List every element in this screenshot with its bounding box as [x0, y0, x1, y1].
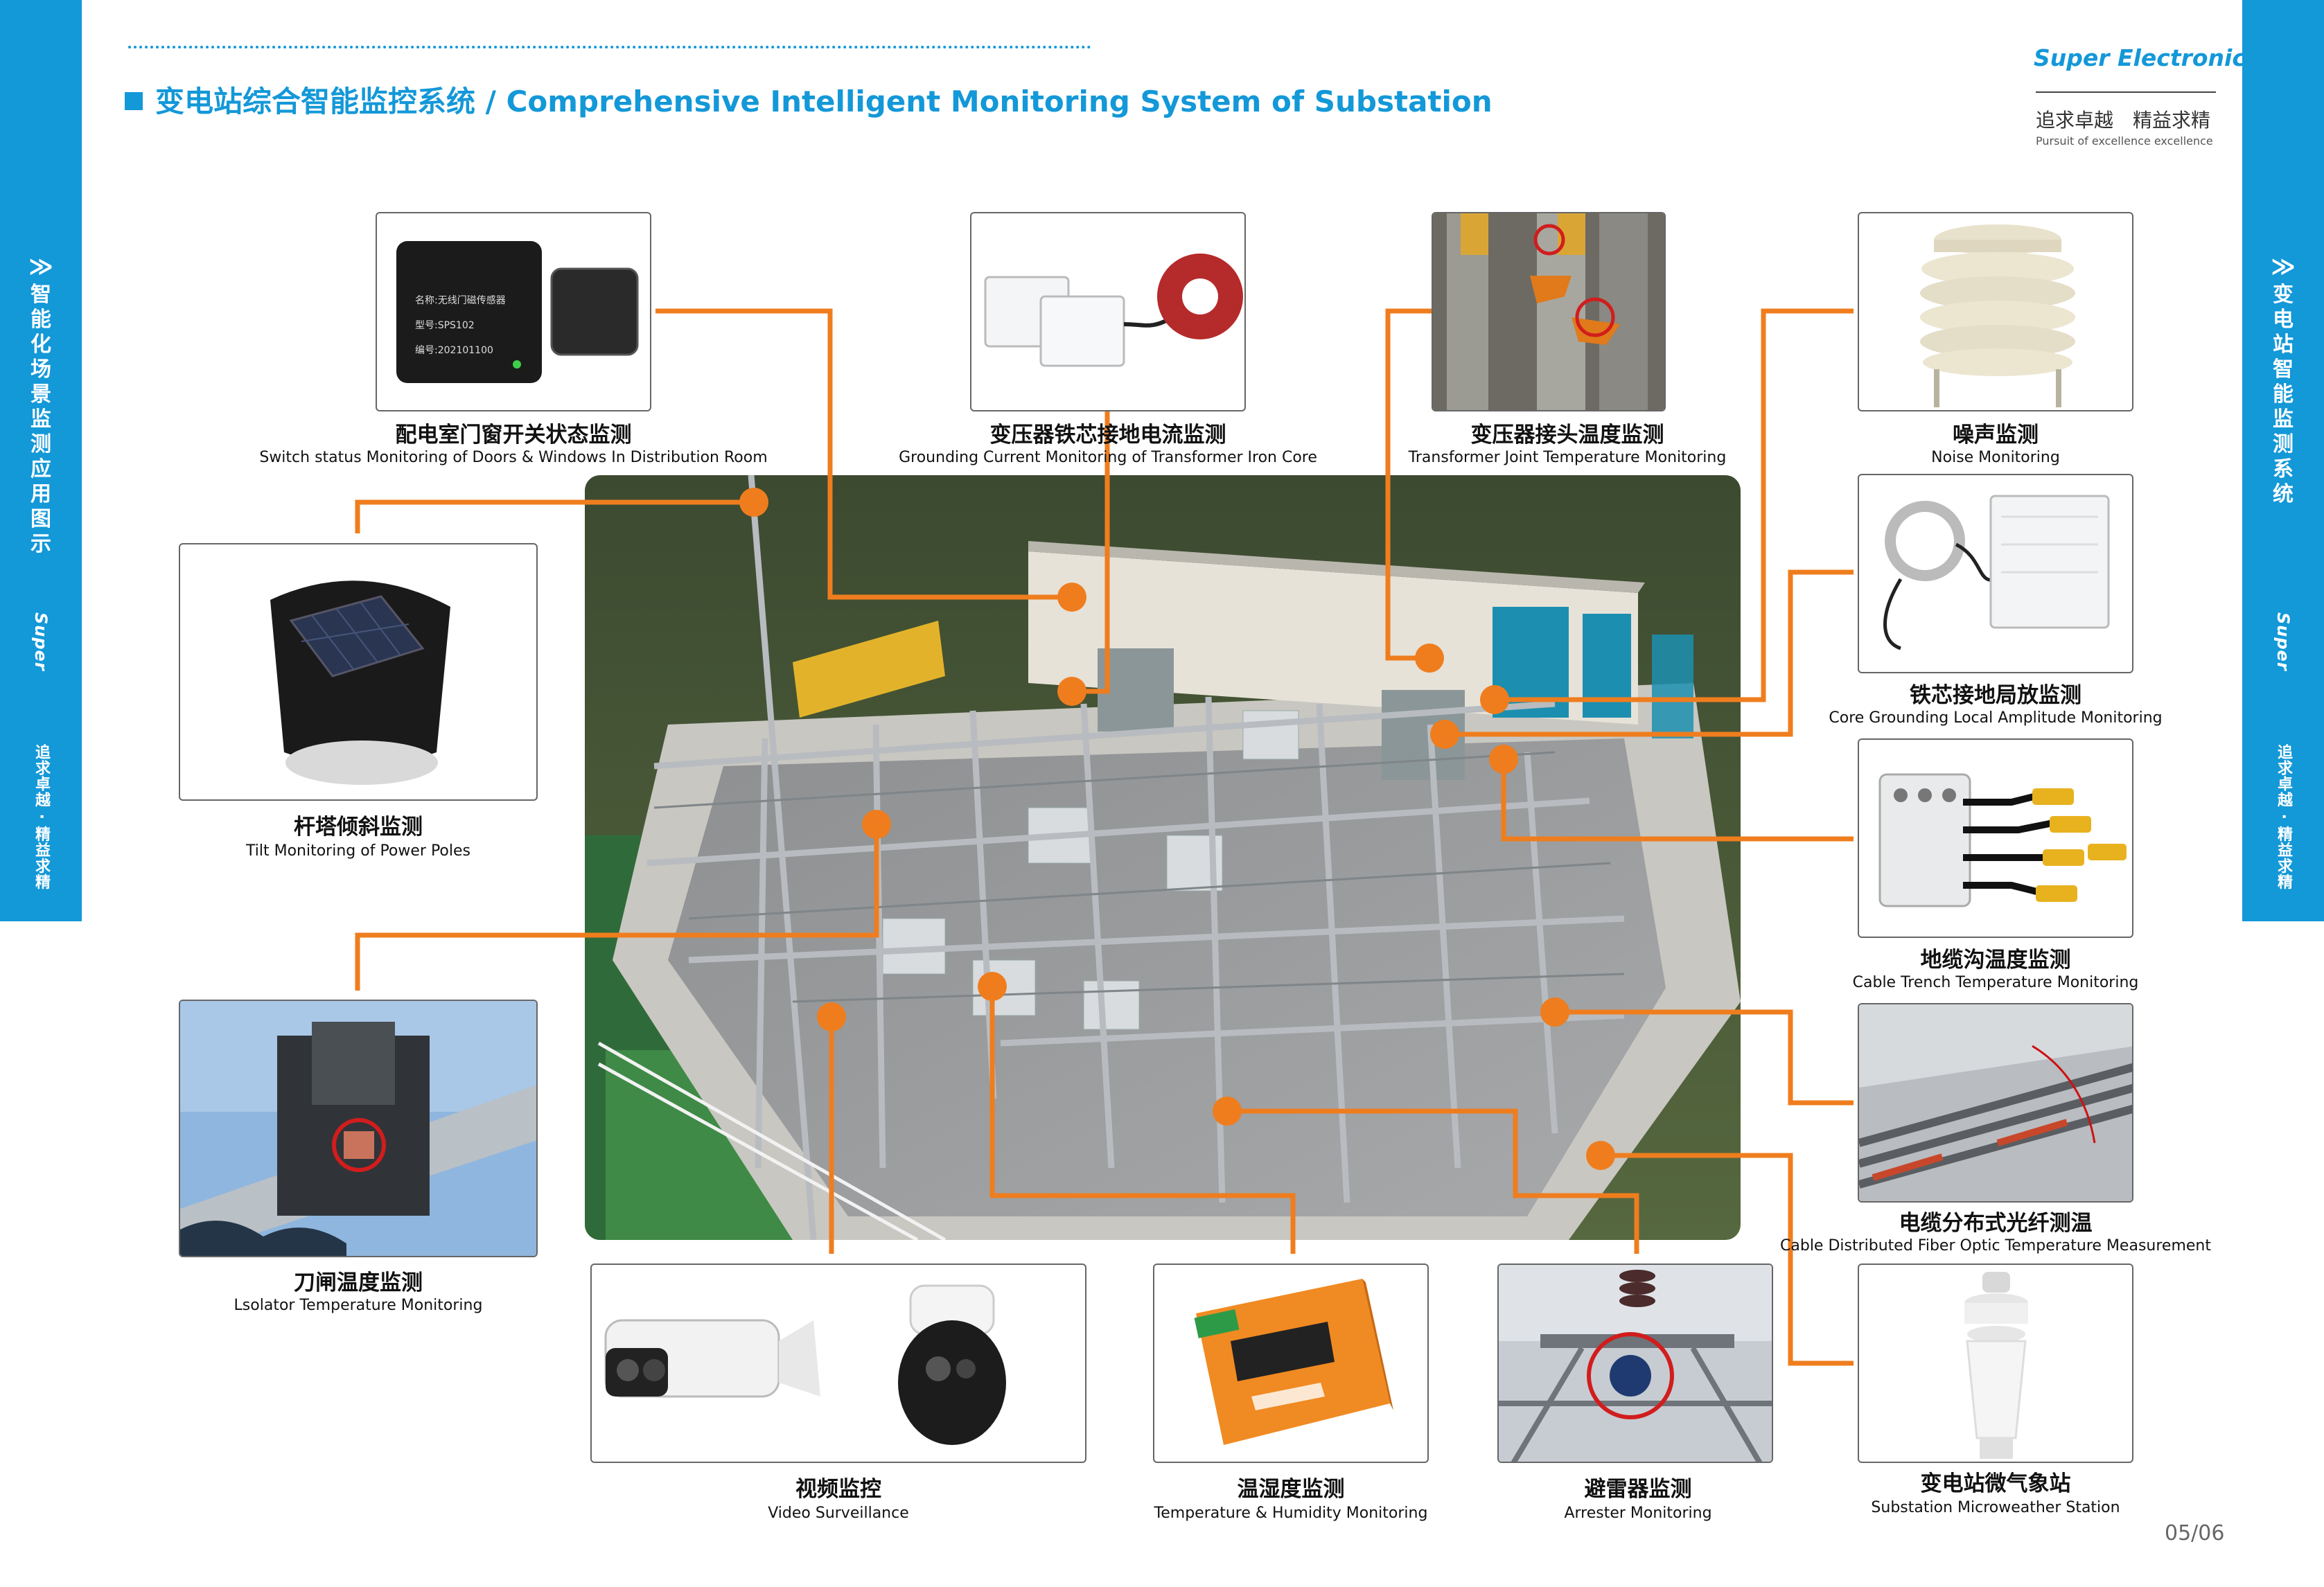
caption-joint-temp-en: Transformer Joint Temperature Monitoring: [1408, 449, 1727, 466]
title-square-icon: [125, 92, 143, 110]
card-joint-temp: [1432, 212, 1666, 411]
caption-noise-en: Noise Monitoring: [1931, 449, 2060, 466]
caption-isolator-cn: 刀闸温度监测: [294, 1270, 423, 1295]
caption-fiber-en: Cable Distributed Fiber Optic Temperatur…: [1780, 1237, 2211, 1254]
caption-video-cn: 视频监控: [795, 1477, 881, 1502]
caption-fiber-cn: 电缆分布式光纤测温: [1899, 1211, 2093, 1236]
arrester-image: [1499, 1265, 1772, 1462]
caption-joint-temp-cn: 变压器接头温度监测: [1470, 423, 1664, 447]
caption-temp-humidity-en: Temperature & Humidity Monitoring: [1154, 1505, 1428, 1522]
card-door-switch: 名称:无线门磁传感器 型号:SPS102 编号:202101100: [376, 212, 651, 411]
connector-door-switch: [655, 308, 1072, 600]
connector-joint-temp: [1385, 308, 1432, 661]
page-number: 05/06: [2165, 1521, 2225, 1545]
sensor-dot-isolator[interactable]: [862, 810, 891, 839]
connector-temp-humidity: [989, 986, 1296, 1254]
cable-trench-sensor-image: [1878, 773, 2127, 907]
card-temp-humidity: [1153, 1264, 1429, 1463]
brand-logo: Super Electronic: [2034, 44, 2246, 71]
sensor-dot-weather[interactable]: [1586, 1141, 1615, 1170]
left-chevron-icon: ≫: [28, 253, 53, 281]
cameras-image: [604, 1284, 1006, 1445]
sensor-dot-noise[interactable]: [1480, 685, 1509, 714]
slogan-en: Pursuit of excellence excellence: [2036, 134, 2213, 148]
card-tilt: [179, 543, 538, 801]
temp-humidity-sensor-image: [1194, 1279, 1393, 1445]
sensor-dot-fiber[interactable]: [1540, 998, 1569, 1027]
sensor-dot-tilt[interactable]: [739, 488, 768, 517]
connector-fiber: [1555, 1009, 1854, 1106]
weather-station-image: [1964, 1272, 2028, 1459]
sensor-dot-temp-humidity[interactable]: [978, 972, 1007, 1001]
card-arrester: [1497, 1264, 1773, 1463]
caption-weather-cn: 变电站微气象站: [1920, 1471, 2071, 1496]
right-sidebar-brand: Super Electronic: [2192, 591, 2293, 692]
header-dotted-rule: [128, 46, 1091, 48]
fiber-cable-image: [1859, 1004, 2132, 1201]
caption-tilt-cn: 杆塔倾斜监测: [294, 815, 423, 840]
slogan: 追求卓越 精益求精: [2036, 109, 2211, 132]
caption-weather-en: Substation Microweather Station: [1871, 1499, 2120, 1516]
sensor-dot-video[interactable]: [817, 1002, 846, 1031]
left-sidebar-slogan: 追求卓越 · 精益求精: [33, 743, 50, 890]
caption-noise-cn: 噪声监测: [1953, 423, 2039, 447]
caption-cable-trench-en: Cable Trench Temperature Monitoring: [1852, 974, 2139, 991]
card-isolator: [179, 1000, 538, 1257]
left-sidebar-title: 智能化场景监测应用图示: [30, 283, 51, 556]
caption-core-pd-en: Core Grounding Local Amplitude Monitorin…: [1829, 709, 2163, 727]
connector-weather: [1601, 1153, 1854, 1366]
left-sidebar-brand: Super Electronic: [31, 612, 51, 671]
caption-grounding-current-cn: 变压器铁芯接地电流监测: [989, 423, 1226, 447]
door-sensor-image: [396, 241, 639, 383]
current-sensor-image: [984, 254, 1243, 367]
substation-illustration: [585, 475, 1741, 1240]
caption-arrester-en: Arrester Monitoring: [1564, 1505, 1712, 1522]
card-fiber: [1858, 1003, 2133, 1203]
noise-sensor-image: [1920, 224, 2075, 407]
sensor-dot-door-switch[interactable]: [1057, 583, 1086, 612]
partial-discharge-sensor-image: [1883, 495, 2110, 650]
connector-core-pd: [1445, 569, 1854, 737]
caption-isolator-en: Lsolator Temperature Monitoring: [234, 1297, 483, 1314]
caption-temp-humidity-cn: 温湿度监测: [1237, 1477, 1345, 1502]
page-title: 变电站综合智能监控系统 / Comprehensive Intelligent …: [125, 78, 1493, 121]
right-sidebar-slogan: 追求卓越 · 精益求精: [2275, 743, 2292, 890]
right-sidebar-title: 变电站智能监测系统: [2273, 283, 2294, 506]
card-core-pd: [1858, 474, 2133, 673]
card-cable-trench: [1858, 738, 2133, 938]
connector-isolator: [355, 824, 879, 991]
brand-divider: [2036, 91, 2216, 93]
sensor-dot-arrester[interactable]: [1213, 1097, 1242, 1126]
tilt-sensor-image: [270, 580, 450, 785]
sensor-dot-core-pd[interactable]: [1430, 720, 1459, 749]
caption-cable-trench-cn: 地缆沟温度监测: [1920, 948, 2071, 973]
sensor-dot-grounding-current[interactable]: [1057, 677, 1086, 706]
door-sensor-label: 名称:无线门磁传感器 型号:SPS102 编号:202101100: [415, 295, 506, 356]
transformer-joint-image: [1433, 213, 1664, 410]
isolator-image: [180, 1001, 536, 1256]
right-sidebar: ≫ 变电站智能监测系统 Super Electronic 追求卓越 · 精益求精: [2192, 0, 2324, 921]
connector-cable-trench: [1501, 759, 1854, 842]
caption-tilt-en: Tilt Monitoring of Power Poles: [245, 842, 471, 860]
caption-core-pd-cn: 铁芯接地局放监测: [1910, 683, 2081, 708]
caption-door-switch-cn: 配电室门窗开关状态监测: [395, 423, 632, 447]
connector-noise: [1495, 308, 1854, 702]
card-noise: [1858, 212, 2133, 411]
card-weather: [1858, 1264, 2133, 1463]
connector-tilt: [355, 499, 754, 533]
card-video: [590, 1264, 1086, 1463]
caption-grounding-current-en: Grounding Current Monitoring of Transfor…: [899, 449, 1317, 466]
substation-aerial-photo: [585, 475, 1741, 1240]
caption-door-switch-en: Switch status Monitoring of Doors & Wind…: [259, 449, 768, 466]
sensor-dot-joint-temp[interactable]: [1415, 644, 1444, 673]
right-chevron-icon: ≫: [2271, 253, 2296, 281]
connector-arrester: [1227, 1108, 1639, 1254]
caption-arrester-cn: 避雷器监测: [1584, 1477, 1692, 1502]
caption-video-en: Video Surveillance: [768, 1505, 909, 1522]
card-grounding-current: [970, 212, 1246, 411]
sensor-dot-cable-trench[interactable]: [1489, 745, 1518, 774]
